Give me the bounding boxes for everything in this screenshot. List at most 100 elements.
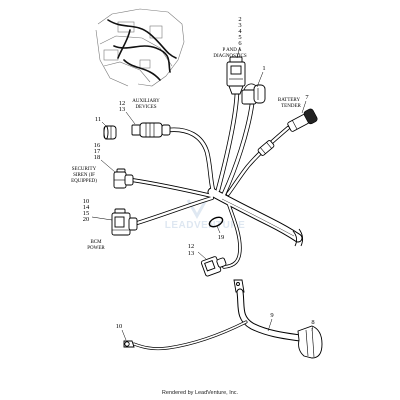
- frame-tube-lower: [103, 61, 151, 83]
- cable-boot-rib: [305, 329, 309, 357]
- callout-p-and-a-2: 2: [238, 16, 241, 23]
- label-p-and-a-line-2: DIAGNOSTICS: [213, 54, 247, 59]
- callout-terminal-10: 10: [116, 323, 123, 330]
- label-p-and-a-line-1: P AND A: [223, 48, 242, 53]
- battery-tender-connector: [287, 108, 318, 132]
- callout-auxiliary-13: 13: [119, 106, 126, 113]
- label-security-siren-line-1: SECURITY: [72, 167, 97, 172]
- callout-cable-9: 9: [270, 312, 273, 319]
- leader-line: [100, 159, 116, 173]
- cap-rim: [103, 125, 109, 140]
- connector-boot: [128, 217, 138, 231]
- callout-cap-11: 11: [95, 116, 101, 123]
- cut-mark: [292, 230, 298, 247]
- connector-1-with-cap: [241, 83, 266, 105]
- battery-cable-assembly: [123, 279, 323, 359]
- cable-terminal-hole: [236, 282, 240, 286]
- leader-line: [267, 318, 273, 332]
- connector-boot: [228, 85, 244, 95]
- callout-p-and-a-6: 6: [238, 40, 242, 47]
- ring-terminal-eye: [124, 341, 130, 347]
- lead-wire-outline: [132, 320, 248, 351]
- frame-module: [149, 25, 163, 39]
- leader-line: [101, 121, 108, 128]
- connector-body: [139, 122, 163, 138]
- cable-boot: [297, 325, 323, 359]
- callout-battery-tender-7: 7: [305, 94, 309, 101]
- protective-cap: [103, 125, 117, 140]
- battery-cable-fill: [237, 289, 303, 341]
- wire-auxiliary-outline: [165, 127, 217, 197]
- connector-face: [114, 216, 125, 228]
- callout-auxiliary-12: 12: [119, 100, 126, 107]
- callout-siren-18: 18: [94, 154, 101, 161]
- callout-p-and-a-4: 4: [238, 28, 242, 35]
- harness-wire-fills: [130, 90, 302, 268]
- label-battery-tender-line-2: TENDER: [281, 104, 301, 109]
- label-bcm-power-line-2: POWER: [87, 246, 105, 251]
- frame-harness-highlight: [107, 19, 177, 59]
- label-auxiliary-line-2: DEVICES: [135, 105, 156, 110]
- callout-lower-12: 12: [188, 243, 195, 250]
- frame-harness-highlight: [117, 29, 131, 59]
- lead-wire-fill: [133, 321, 247, 350]
- label-bcm-power-line-1: BCM: [90, 240, 102, 245]
- connector-rib: [292, 120, 298, 130]
- callout-bcm-20: 20: [83, 216, 90, 223]
- callout-siren-16: 16: [94, 142, 101, 149]
- callout-siren-17: 17: [94, 148, 101, 155]
- p-and-a-diagnostics-connector: [226, 56, 246, 95]
- bcm-power-connector: [111, 208, 138, 236]
- inline-holder-rib: [266, 142, 272, 149]
- leader-line: [125, 111, 136, 125]
- auxiliary-devices-connector: [131, 122, 171, 138]
- battery-tender-inline-holder: [257, 140, 275, 156]
- inline-holder-rib: [260, 147, 266, 154]
- wire-auxiliary-fill: [166, 128, 216, 196]
- frame-tube-rear: [95, 29, 129, 87]
- harness-clip: [208, 216, 224, 228]
- wire-bcm-power-fill: [132, 196, 214, 226]
- callout-bcm-10: 10: [83, 198, 90, 205]
- callout-bcm-15: 15: [83, 210, 90, 217]
- connector-boot: [216, 257, 227, 268]
- callout-boot-8: 8: [311, 319, 314, 326]
- connector-boot: [124, 174, 134, 186]
- harness-trunk-strand: [221, 198, 295, 237]
- watermark-text: LEADVENTURE: [165, 220, 246, 231]
- connector-face: [230, 65, 242, 75]
- cap-tether: [243, 83, 257, 91]
- harness-cut-end: [292, 228, 304, 247]
- frame-harness-highlight: [113, 45, 171, 73]
- leader-line: [236, 46, 241, 59]
- callout-p-and-a-5: 5: [238, 34, 241, 41]
- frame-outline: [97, 8, 185, 87]
- leader-line: [121, 329, 127, 341]
- leader-line: [256, 71, 264, 88]
- connector-face: [204, 260, 216, 272]
- leader-line: [91, 216, 113, 221]
- callout-lower-13: 13: [188, 250, 195, 257]
- label-security-siren-line-3: EQUIPPED): [71, 179, 97, 184]
- wire-p-and-a-fill: [216, 90, 239, 192]
- frame-module: [103, 49, 119, 61]
- frame-tube: [99, 35, 173, 67]
- harness-wire-outlines: [130, 89, 303, 269]
- label-auxiliary-line-1: AUXILIARY: [132, 99, 160, 104]
- security-siren-connector: [113, 168, 134, 189]
- part-labels: P AND A DIAGNOSTICS BATTERY TENDER AUXIL…: [71, 48, 301, 251]
- callout-p-and-a-3: 3: [238, 22, 241, 29]
- wire-lower-connector-fill: [223, 201, 241, 268]
- connector-cap: [253, 84, 266, 104]
- callout-connector-1: 1: [262, 65, 265, 72]
- wire-security-siren-fill: [130, 178, 214, 198]
- callout-clip-19: 19: [218, 234, 225, 241]
- callout-bcm-14: 14: [83, 204, 90, 211]
- wire-connector-1-fill: [222, 102, 254, 196]
- footer-credit: Rendered by LeadVenture, Inc.: [162, 390, 239, 396]
- leader-line: [197, 251, 207, 260]
- harness-trunk-fill: [208, 188, 302, 242]
- label-battery-tender-line-1: BATTERY: [278, 98, 301, 103]
- leader-line: [301, 100, 307, 114]
- wire-battery-tender-fill: [226, 126, 290, 196]
